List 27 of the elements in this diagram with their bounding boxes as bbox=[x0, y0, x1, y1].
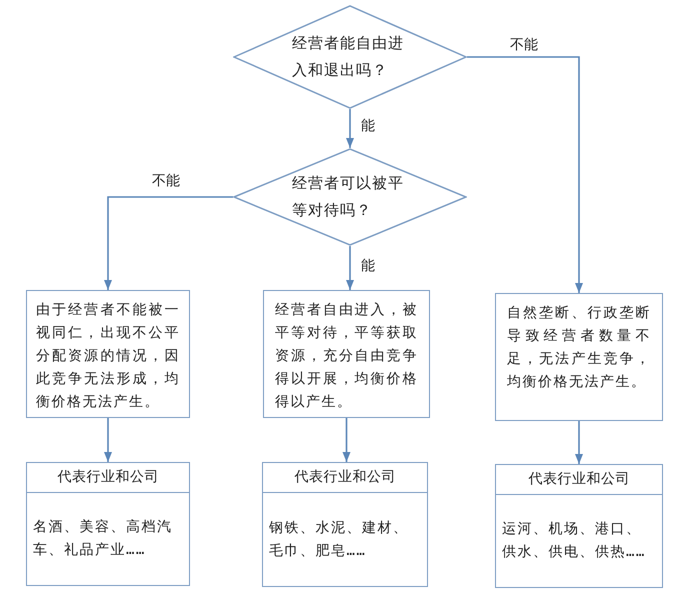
arrow bbox=[342, 418, 350, 462]
decision-diamond bbox=[233, 148, 467, 246]
list-text: 名酒、美容、高档汽车、礼品产业…… bbox=[33, 518, 174, 560]
question-text: 经营者可以被平等对待吗？ bbox=[292, 173, 405, 221]
list-text: 钢铁、水泥、建材、毛巾、肥皂…… bbox=[269, 518, 410, 560]
list-box bbox=[495, 464, 663, 588]
list-heading: 代表行业和公司 bbox=[496, 465, 662, 495]
list-box bbox=[262, 462, 428, 587]
edge-label: 不能 bbox=[510, 36, 538, 54]
arrow bbox=[346, 246, 354, 290]
arrow bbox=[467, 56, 583, 293]
list-heading: 代表行业和公司 bbox=[263, 463, 427, 493]
process-box: 由于经营者不能被一视同仁，出现不公平分配资源的情况，因此竞争无法形成，均衡价格无法产生。 bbox=[26, 290, 190, 418]
list-text: 运河、机场、港口、供水、供电、供热…… bbox=[502, 520, 647, 562]
list-heading: 代表行业和公司 bbox=[27, 463, 189, 493]
edge-label: 能 bbox=[361, 117, 375, 135]
process-box: 经营者自由进入，被平等对待，平等获取资源，充分自由竞争得以开展，均衡价格得以产生。 bbox=[263, 290, 430, 418]
arrow bbox=[575, 421, 583, 464]
arrow bbox=[104, 418, 112, 462]
process-box: 自然垄断、行政垄断导致经营者数量不足，无法产生竞争，均衡价格无法产生。 bbox=[495, 293, 663, 421]
edge-label: 不能 bbox=[152, 172, 180, 190]
edge-label: 能 bbox=[361, 257, 375, 275]
question-text: 经营者能自由进入和退出吗？ bbox=[292, 33, 405, 81]
list-box bbox=[26, 462, 190, 586]
decision-diamond bbox=[233, 5, 467, 109]
arrow bbox=[346, 109, 354, 148]
arrow bbox=[104, 196, 233, 290]
